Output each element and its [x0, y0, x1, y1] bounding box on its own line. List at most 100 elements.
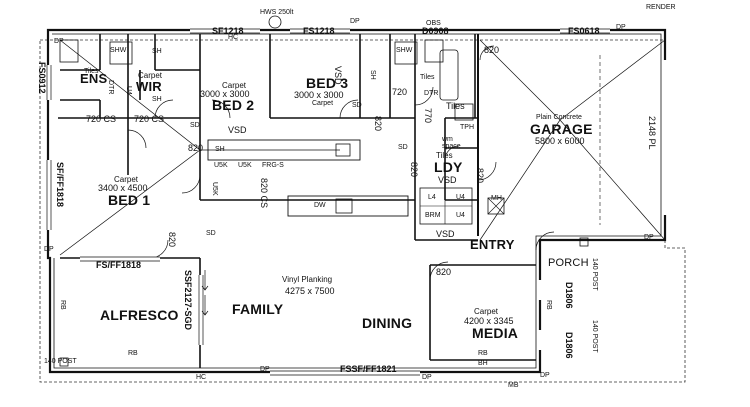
kitchen-bench-upper: [207, 139, 361, 161]
meter-box-label: MB: [508, 382, 519, 389]
kitchen-island: [287, 195, 409, 217]
manhole-label: MH: [491, 195, 502, 202]
room-name-media: MEDIA: [472, 325, 519, 341]
roof-beam-label: RB: [59, 300, 66, 310]
cabinet-label: U5K: [238, 162, 252, 169]
shower-label: SHW: [396, 47, 413, 54]
post-alfresco: [59, 357, 69, 367]
hose-cock-label: HC: [228, 34, 239, 41]
room-name-entry: ENTRY: [470, 237, 515, 252]
room-name-porch: PORCH: [548, 257, 589, 269]
smoke-detector-label: SD: [206, 230, 216, 237]
manhole: [487, 197, 505, 215]
sliding-door-label: VSD: [228, 125, 247, 135]
room-size-garage: 5800 x 6000: [535, 136, 585, 146]
door-dimension: 820: [167, 232, 177, 248]
door-dimension: 820: [436, 267, 452, 277]
sgd-arrows: [201, 270, 209, 316]
cabinet-label: U4: [125, 86, 132, 95]
sliding-door-label: VSD: [436, 229, 455, 239]
hws-tank: [268, 15, 282, 29]
room-finish-bed2: Carpet: [222, 81, 247, 90]
room-size-bed3: 3000 x 3000: [294, 90, 344, 100]
downpipe-label: DP: [422, 374, 432, 381]
door-code: D1806: [564, 332, 574, 359]
downpipe-label: DP: [54, 38, 64, 45]
dtr-label: DTR: [107, 80, 114, 95]
sliding-door-label: VSD: [438, 175, 457, 185]
room-size-bed2: 3000 x 3000: [200, 89, 250, 99]
garage-roof-lines: [479, 39, 666, 241]
laundry-tub: [454, 103, 474, 121]
shelf-label: SH: [215, 146, 225, 153]
door-code: D1806: [564, 282, 574, 309]
hose-cock-label: HC: [196, 374, 207, 381]
room-finish-garage: Plain Concrete: [536, 114, 582, 121]
post-label: 140 POST: [591, 258, 598, 291]
post-label: 140 POST: [44, 358, 77, 365]
door-dimension: 820 CS: [259, 178, 269, 209]
door-dimension: 720 CS: [86, 114, 117, 124]
room-name-bed2: BED 2: [212, 97, 255, 113]
shelf-label: SH: [369, 70, 376, 80]
room-name-ens: ENS: [80, 71, 108, 86]
fridge-label: FRG-S: [262, 162, 284, 169]
door-swings: [127, 45, 555, 281]
smoke-detector-label: SD: [352, 102, 362, 109]
room-finish-media: Carpet: [474, 307, 499, 316]
room-finish-bed1: Carpet: [114, 175, 139, 184]
post-porch: [579, 237, 589, 247]
cabinet-label: U5K: [214, 162, 228, 169]
shower-base-bath: [394, 41, 418, 65]
window-code: SF/FF1818: [55, 162, 65, 208]
roof-beam-label: RB: [478, 350, 488, 357]
door-dimension: 820: [484, 45, 500, 55]
room-name-bed1: BED 1: [108, 192, 151, 208]
room-finish-bed3: Carpet: [312, 100, 334, 107]
downpipe-label: DP: [644, 234, 654, 241]
sliding-door-label: VSD: [333, 66, 343, 85]
window-code: SF1218: [212, 26, 244, 36]
window-code: FS0618: [568, 26, 600, 36]
room-name-garage: GARAGE: [530, 121, 593, 137]
downpipe-label: DP: [616, 24, 626, 31]
kitchen-cooktop: [335, 198, 353, 214]
garage-dimension: 2148 PL: [647, 116, 657, 150]
wm-space-label: wm space: [442, 136, 461, 150]
cabinet-label: U5K: [211, 182, 218, 196]
render-note: RENDER: [646, 4, 676, 11]
ens-vanity: [59, 39, 79, 63]
door-dimension: 820: [409, 162, 419, 178]
room-finish-family: Vinyl Planking: [282, 275, 333, 284]
room-name-dining: DINING: [362, 315, 413, 331]
cabinet-label: U4: [456, 212, 465, 219]
shelf-label: SH: [152, 48, 162, 55]
vanity: [424, 39, 444, 63]
roof-beam-label: RB: [128, 350, 138, 357]
door-dimension: 820: [475, 168, 485, 184]
door-dimension: 820: [373, 116, 383, 132]
shower-base-ens: [109, 41, 133, 65]
tiles-label: Tiles: [420, 74, 435, 81]
window-code: FS1218: [303, 26, 335, 36]
smoke-detector-label: SD: [190, 122, 200, 129]
window-code: FS0912: [37, 62, 47, 94]
window-code: FS/FF1818: [96, 260, 142, 270]
room-name-ldy: LDY: [434, 159, 463, 175]
door-dimension: 720 CS: [134, 114, 165, 124]
tiles-label: Tiles: [84, 68, 99, 75]
door-dimension: 820: [188, 143, 204, 153]
tap-label: TPH: [460, 124, 474, 131]
shelf-label: SH: [152, 96, 162, 103]
room-name-family: FAMILY: [232, 301, 284, 317]
external-wall-inner: [52, 33, 662, 369]
hws-label: HWS 250lt: [260, 9, 294, 16]
dtr-label: DTR: [424, 90, 439, 97]
cabinet-label: L4: [428, 194, 436, 201]
door-code: SSF2127-SGD: [183, 270, 193, 331]
broom-label: BRM: [425, 212, 441, 219]
room-name-wir: WIR: [136, 79, 162, 94]
obscure-glass-label: OBS: [426, 20, 441, 27]
shower-label: SHW: [110, 47, 127, 54]
